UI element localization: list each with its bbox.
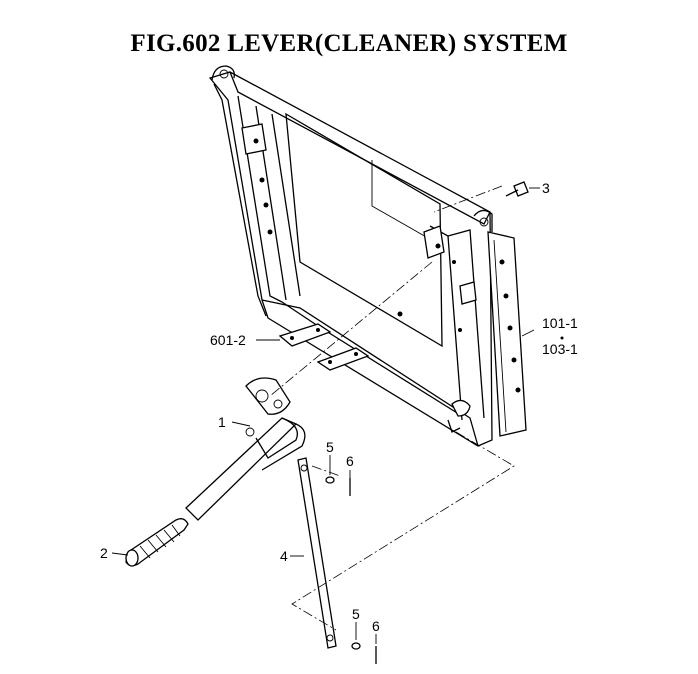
callout-1: 1: [218, 414, 226, 430]
parts-5-6-washer-pin-upper: [325, 476, 351, 496]
figure-title: FIG.602 LEVER(CLEANER) SYSTEM: [130, 30, 568, 57]
part-1-lever: [185, 377, 306, 521]
callout-103-1: 103-1: [542, 341, 578, 357]
assembly-centerlines: [269, 185, 515, 631]
callout-601-2: 601-2: [210, 332, 246, 348]
callout-5-upper: 5: [326, 439, 334, 455]
part-601-2-plates: [278, 323, 370, 371]
callout-4: 4: [280, 548, 288, 564]
callout-5-lower: 5: [352, 606, 360, 622]
part-4-link-rod: [297, 457, 337, 649]
callout-separator-dot: [560, 336, 564, 340]
callout-6-upper: 6: [346, 453, 354, 469]
callout-leaders: [111, 187, 540, 644]
callout-101-1: 101-1: [542, 315, 578, 331]
part-3-bolt: [505, 181, 529, 197]
callout-3: 3: [542, 180, 550, 196]
callout-2: 2: [100, 545, 108, 561]
parts-5-6-washer-pin-lower: [351, 642, 377, 664]
main-frame: [208, 65, 527, 447]
callout-6-lower: 6: [372, 618, 380, 634]
part-2-grip: [125, 518, 189, 567]
